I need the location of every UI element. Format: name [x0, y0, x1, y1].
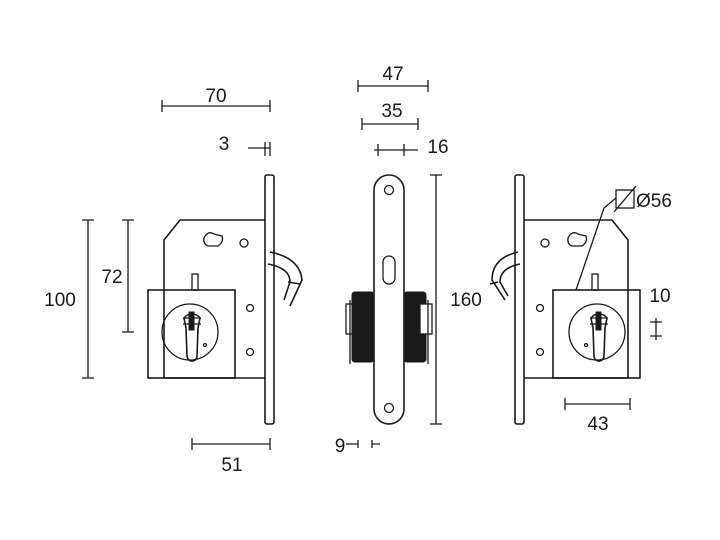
- faceplate-side: [373, 174, 405, 425]
- rosette-square-right: [552, 289, 641, 379]
- dim-10: 10: [649, 286, 670, 307]
- screw-hole-right-3: [535, 347, 545, 357]
- side-view: [345, 174, 433, 425]
- side-dimensions: 47 35 16 160 9: [335, 64, 482, 457]
- screw-hole-left-2: [245, 303, 255, 313]
- faceplate-left: [264, 174, 275, 425]
- screw-bottom-side: [383, 402, 395, 414]
- right-dimensions: Ø56 10 43: [564, 185, 672, 435]
- cylinder-key-left: [188, 311, 195, 331]
- left-front-view: [147, 174, 303, 425]
- latch-slot-side: [382, 255, 396, 285]
- screw-top-side: [383, 184, 395, 196]
- dim-35: 35: [381, 101, 402, 122]
- dim-100: 100: [44, 290, 76, 311]
- dim-51: 51: [221, 455, 242, 476]
- rosette-side-right-outer: [419, 303, 433, 335]
- screw-hole-right-2: [535, 303, 545, 313]
- dim-56: Ø56: [636, 191, 672, 212]
- hook-bolt-right: [489, 251, 521, 301]
- screw-hole-left-1: [239, 238, 249, 248]
- screw-hole-right-1: [540, 238, 550, 248]
- dim-72: 72: [101, 267, 122, 288]
- rosette-square-left: [147, 289, 236, 379]
- dim-16: 16: [427, 137, 448, 158]
- faceplate-right: [514, 174, 525, 425]
- dim-70: 70: [205, 86, 226, 107]
- leader-line-56: [575, 197, 617, 291]
- rosette-side-left-black: [351, 291, 375, 363]
- dim-9: 9: [335, 436, 346, 457]
- dim-3: 3: [219, 134, 230, 155]
- screw-hole-left-3: [245, 347, 255, 357]
- pin-right: [591, 273, 599, 291]
- pin-left: [191, 273, 199, 291]
- left-dimensions: 70 3 100 72 51: [44, 86, 271, 476]
- hook-bolt-left: [267, 251, 303, 307]
- body-notch-left: [203, 232, 224, 247]
- diameter-symbol-box: [615, 189, 635, 209]
- body-notch-right: [567, 232, 588, 247]
- dim-43: 43: [587, 414, 608, 435]
- right-front-view: [489, 174, 641, 425]
- cylinder-key-right: [595, 311, 602, 331]
- dim-47: 47: [382, 64, 403, 85]
- dim-160: 160: [450, 290, 482, 311]
